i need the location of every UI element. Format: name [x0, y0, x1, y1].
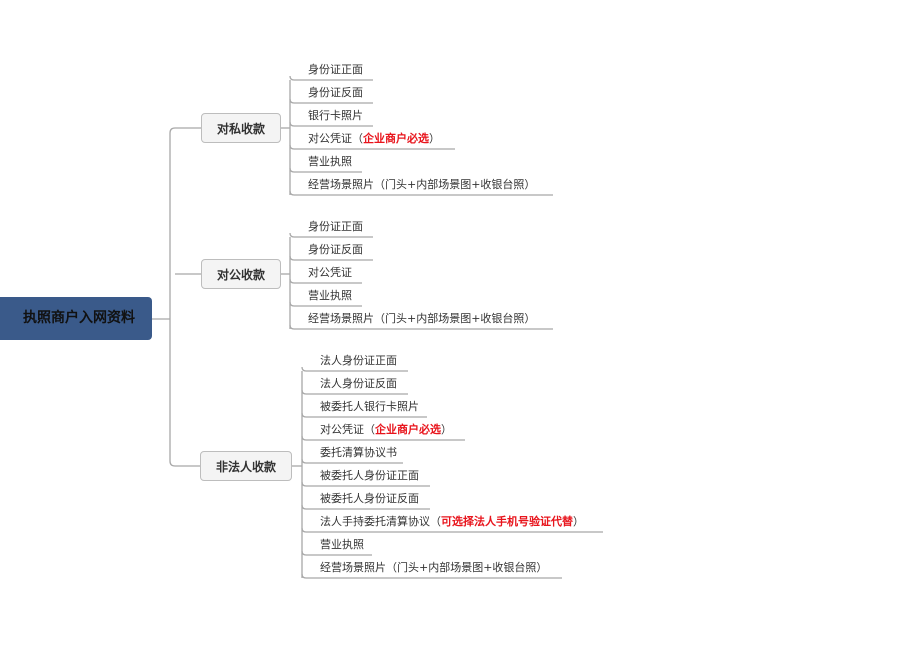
leaf-underline	[289, 121, 373, 127]
leaf-underline	[301, 550, 372, 556]
leaf-text: 身份证反面	[308, 86, 363, 99]
leaf-node[interactable]: 法人身份证反面	[320, 377, 397, 391]
leaf-underline	[289, 167, 362, 173]
leaf-suffix: ）	[573, 515, 584, 528]
leaf-node[interactable]: 营业执照	[308, 155, 352, 169]
leaf-text: 经营场景照片（门头+内部场景图+收银台照）	[320, 561, 548, 574]
leaf-underline	[289, 75, 373, 81]
leaf-text: 被委托人银行卡照片	[320, 400, 419, 413]
leaf-suffix: ）	[429, 132, 440, 145]
leaf-node[interactable]: 法人身份证正面	[320, 354, 397, 368]
leaf-underline	[289, 190, 553, 196]
leaf-node[interactable]: 身份证反面	[308, 243, 363, 257]
leaf-underline	[289, 232, 373, 238]
leaf-node[interactable]: 对公凭证（企业商户必选）	[308, 132, 440, 146]
leaf-node[interactable]: 委托清算协议书	[320, 446, 397, 460]
leaf-text: 法人身份证反面	[320, 377, 397, 390]
leaf-text: 法人手持委托清算协议（	[320, 515, 441, 528]
leaf-text: 经营场景照片（门头+内部场景图+收银台照）	[308, 312, 536, 325]
leaf-text: 身份证正面	[308, 63, 363, 76]
leaf-text: 经营场景照片（门头+内部场景图+收银台照）	[308, 178, 536, 191]
leaf-text: 被委托人身份证正面	[320, 469, 419, 482]
leaf-underline	[301, 412, 427, 418]
leaf-node[interactable]: 经营场景照片（门头+内部场景图+收银台照）	[308, 312, 535, 326]
leaf-underline	[289, 301, 362, 307]
leaf-underline	[289, 255, 373, 261]
leaf-text: 法人身份证正面	[320, 354, 397, 367]
leaf-node[interactable]: 对公凭证（企业商户必选）	[320, 423, 452, 437]
leaf-node[interactable]: 被委托人身份证反面	[320, 492, 419, 506]
leaf-node[interactable]: 身份证正面	[308, 220, 363, 234]
leaf-node[interactable]: 身份证反面	[308, 86, 363, 100]
leaf-underline	[289, 324, 553, 330]
leaf-node[interactable]: 经营场景照片（门头+内部场景图+收银台照）	[308, 178, 535, 192]
leaf-node[interactable]: 营业执照	[320, 538, 364, 552]
leaf-underline	[289, 278, 362, 284]
leaf-text: 对公凭证（	[308, 132, 363, 145]
leaf-text: 被委托人身份证反面	[320, 492, 419, 505]
leaf-text: 身份证正面	[308, 220, 363, 233]
leaf-node[interactable]: 法人手持委托清算协议（可选择法人手机号验证代替）	[320, 515, 584, 529]
leaf-underline	[301, 389, 408, 395]
leaf-node[interactable]: 身份证正面	[308, 63, 363, 77]
leaf-text: 对公凭证（	[320, 423, 375, 436]
leaf-text: 营业执照	[320, 538, 364, 551]
leaf-node[interactable]: 被委托人银行卡照片	[320, 400, 419, 414]
leaf-note: 可选择法人手机号验证代替	[441, 515, 573, 528]
leaf-underline	[301, 573, 562, 579]
leaf-text: 营业执照	[308, 289, 352, 302]
leaf-underline	[289, 144, 455, 150]
leaf-text: 对公凭证	[308, 266, 352, 279]
trunk-line	[169, 127, 176, 467]
leaf-note: 企业商户必选	[375, 423, 441, 436]
branch-node[interactable]: 对公收款	[201, 259, 281, 289]
leaf-underline	[301, 527, 603, 533]
leaf-node[interactable]: 银行卡照片	[308, 109, 363, 123]
leaf-text: 营业执照	[308, 155, 352, 168]
leaf-underline	[301, 481, 430, 487]
leaf-underline	[301, 504, 430, 510]
leaf-underline	[289, 98, 373, 104]
leaf-suffix: ）	[441, 423, 452, 436]
branch-node[interactable]: 非法人收款	[200, 451, 292, 481]
leaf-node[interactable]: 经营场景照片（门头+内部场景图+收银台照）	[320, 561, 547, 575]
leaf-note: 企业商户必选	[363, 132, 429, 145]
leaf-underline	[301, 366, 408, 372]
branch-node[interactable]: 对私收款	[201, 113, 281, 143]
leaf-text: 委托清算协议书	[320, 446, 397, 459]
leaf-node[interactable]: 对公凭证	[308, 266, 352, 280]
leaf-node[interactable]: 营业执照	[308, 289, 352, 303]
leaf-underline	[301, 435, 465, 441]
leaf-node[interactable]: 被委托人身份证正面	[320, 469, 419, 483]
leaf-text: 银行卡照片	[308, 109, 363, 122]
leaf-text: 身份证反面	[308, 243, 363, 256]
leaf-underline	[301, 458, 403, 464]
root-node[interactable]: 执照商户入网资料	[0, 297, 152, 340]
